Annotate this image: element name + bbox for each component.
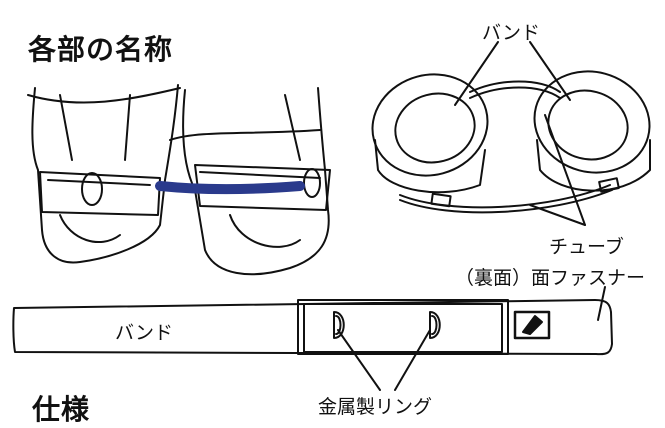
tube-blue bbox=[155, 181, 305, 194]
metal-ring-label: 金属製リング bbox=[318, 396, 433, 418]
specs-heading: 仕様 bbox=[32, 393, 91, 426]
flat-band-strip bbox=[12, 286, 613, 391]
tube-label: チューブ bbox=[549, 236, 624, 258]
bands-with-tube-illustration bbox=[371, 41, 651, 226]
band-label-strip: バンド bbox=[115, 322, 173, 344]
hook-loop-label: （裏面）面ファスナー bbox=[455, 267, 646, 289]
parts-names-heading: 各部の名称 bbox=[28, 33, 174, 66]
band-label-top: バンド bbox=[482, 22, 540, 44]
legs-illustration bbox=[27, 84, 331, 276]
